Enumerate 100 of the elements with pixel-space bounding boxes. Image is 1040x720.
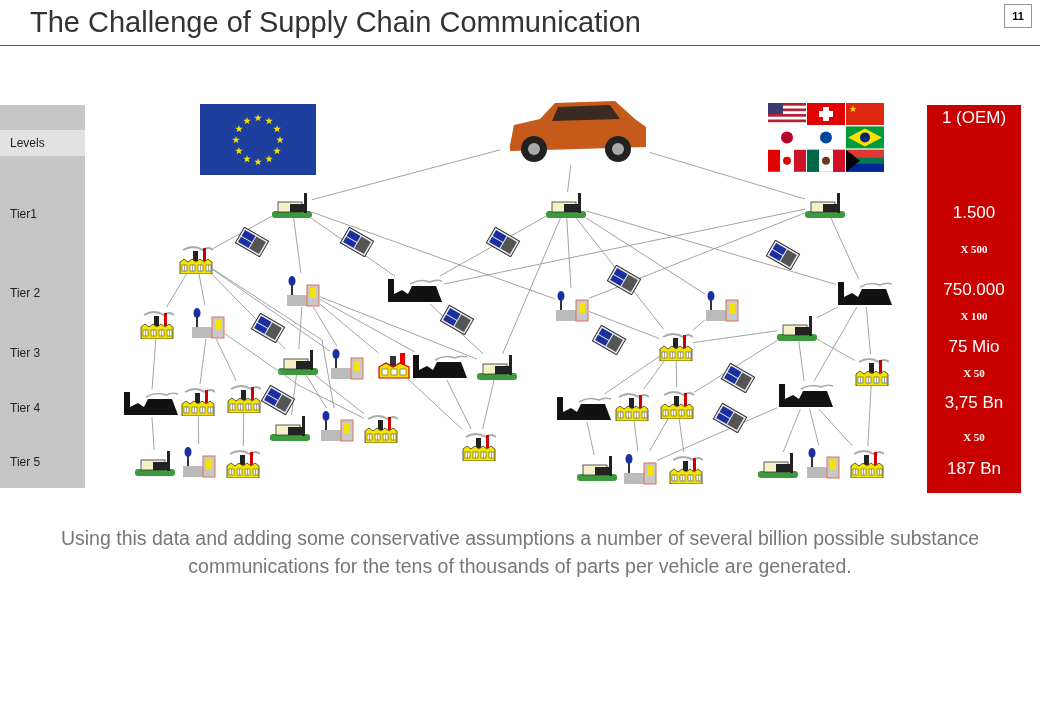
connector-line [818,408,853,447]
factory-icon [286,273,320,307]
connector-line [166,273,187,308]
connector-line [566,217,572,289]
connector-line [151,338,157,390]
connector-line [319,296,478,360]
connector-line [305,374,327,409]
factory-icon [623,451,657,485]
factory-icon [330,346,364,380]
count-value: 750.000 [942,280,1006,300]
connector-line [643,360,665,390]
multiplier-label: X 100 [959,310,989,322]
connector-line [314,374,365,415]
factory-icon [122,389,180,417]
connector-line [293,217,302,274]
factory-icon [555,394,613,422]
connector-line [291,374,297,416]
connector-line [311,211,556,300]
connector-line [482,379,495,430]
connector-line [678,418,685,453]
multiplier-label: X 500 [959,243,989,255]
connector-line [211,273,286,350]
connector-line [310,217,396,277]
connector-line [312,306,338,347]
factory-icon [191,305,225,339]
connector-line [215,338,237,382]
connector-line [198,273,206,306]
connector-line [675,360,678,388]
connector-line [567,164,572,193]
connector-line [633,420,639,452]
connector-line [151,416,155,451]
connector-line [588,212,806,299]
factory-icon [320,408,354,442]
connector-line [212,215,273,250]
connector-line [407,378,463,430]
count-value: 3,75 Bn [943,393,1005,413]
factory-icon [805,192,845,218]
factory-icon [411,352,469,380]
multiplier-label: X 50 [962,431,986,443]
caption: Using this data and adding some conservative assumptions a number of several billion possible substance communications for the tens of thousands of parts per vehicle are generated. [59,526,981,579]
connector-line [692,319,706,331]
tier-label: Tier 5 [10,455,41,469]
connector-line [813,306,858,382]
connector-line [604,356,660,395]
connector-line [224,333,365,419]
connector-line [212,269,331,352]
connector-line [649,418,669,452]
tier-label: Tier1 [10,207,37,221]
connector-line [242,412,245,447]
tier-label: Tier 4 [10,401,41,415]
connector-line [816,338,856,361]
factory-icon [386,276,444,304]
connector-line [319,303,379,354]
level-label: Levels [10,136,45,150]
connector-line [298,306,303,350]
factory-icon [777,381,835,409]
connector-line [865,306,871,355]
factory-icon [546,192,586,218]
connector-line [439,215,547,277]
connector-line [867,385,872,447]
tier-label: Tier 3 [10,346,41,360]
connector-line [809,408,820,446]
count-value: 187 Bn [946,459,1002,479]
connector-line [319,299,416,353]
connector-line [197,415,200,445]
factory-icon [272,192,312,218]
slide-title: The Challenge of Supply Chain Communication [30,6,641,39]
connector-line [199,338,207,385]
factory-icon [806,445,840,479]
connector-line [443,208,806,285]
factory-icon [135,450,175,476]
connector-line [693,340,778,393]
connector-line [588,311,660,339]
tier-label: Tier 2 [10,286,41,300]
connector-line [212,268,335,409]
connector-line [830,217,860,280]
factory-icon [705,288,739,322]
connector-line [575,217,664,330]
connector-line [692,330,778,344]
factory-icon [555,288,589,322]
factory-icon [477,354,517,380]
connector-line [585,210,837,285]
connector-line [586,421,595,456]
count-value: 75 Mio [947,337,1001,357]
page-number: 11 [1004,4,1032,28]
factory-icon [777,315,817,341]
factory-icon [278,349,318,375]
count-value: 1 (OEM) [940,108,1008,128]
connector-line [649,152,806,200]
multiplier-label: X 50 [962,367,986,379]
factory-icon [378,353,410,379]
connector-line [798,340,805,382]
connector-line [585,217,706,295]
connector-line [656,407,778,461]
factory-icon [577,455,617,481]
connector-line [311,149,501,201]
connector-line [502,217,561,355]
connector-line [446,379,472,430]
factory-icon [270,415,310,441]
factory-icon [182,444,216,478]
